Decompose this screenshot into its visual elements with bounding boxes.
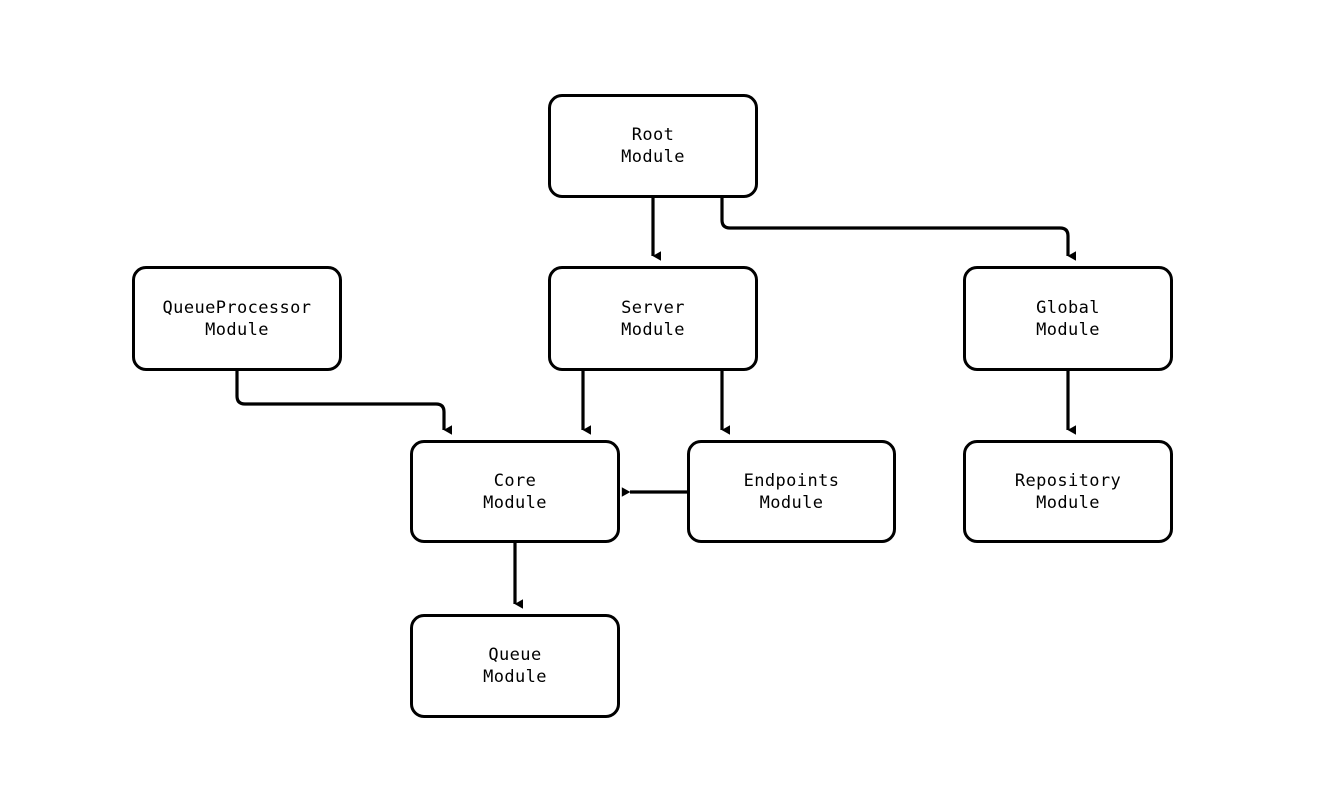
node-queue-module[interactable]: Queue Module xyxy=(410,614,620,718)
node-root-module-suffix: Module xyxy=(621,147,685,167)
node-endpoints-module[interactable]: Endpoints Module xyxy=(687,440,896,543)
node-queueprocessor-module-suffix: Module xyxy=(205,319,269,340)
edge-root-to-global xyxy=(720,198,1076,261)
node-queue-module-suffix: Module xyxy=(483,667,547,687)
node-server-module-name: Server xyxy=(621,297,685,318)
node-core-module-suffix: Module xyxy=(483,492,547,513)
node-server-module[interactable]: Server Module xyxy=(548,266,758,371)
node-root-module[interactable]: Root Module xyxy=(548,94,758,198)
node-root-module-name: Root xyxy=(631,125,675,145)
node-repository-module-suffix: Module xyxy=(1036,492,1100,513)
node-global-module[interactable]: Global Module xyxy=(963,266,1173,371)
node-queueprocessor-module-name: QueueProcessor xyxy=(162,297,312,318)
node-repository-module[interactable]: Repository Module xyxy=(963,440,1173,543)
node-global-module-name: Global xyxy=(1036,297,1100,318)
edge-queueprocessor-to-core xyxy=(235,371,452,435)
node-global-module-suffix: Module xyxy=(1036,319,1100,340)
node-endpoints-module-suffix: Module xyxy=(759,492,824,513)
node-server-module-suffix: Module xyxy=(621,319,685,340)
node-queueprocessor-module[interactable]: QueueProcessor Module xyxy=(132,266,342,371)
node-core-module-name: Core xyxy=(493,470,537,491)
node-repository-module-name: Repository xyxy=(1014,470,1122,491)
node-endpoints-module-name: Endpoints xyxy=(743,470,840,491)
node-core-module[interactable]: Core Module xyxy=(410,440,620,543)
node-queue-module-name: Queue xyxy=(488,645,542,665)
